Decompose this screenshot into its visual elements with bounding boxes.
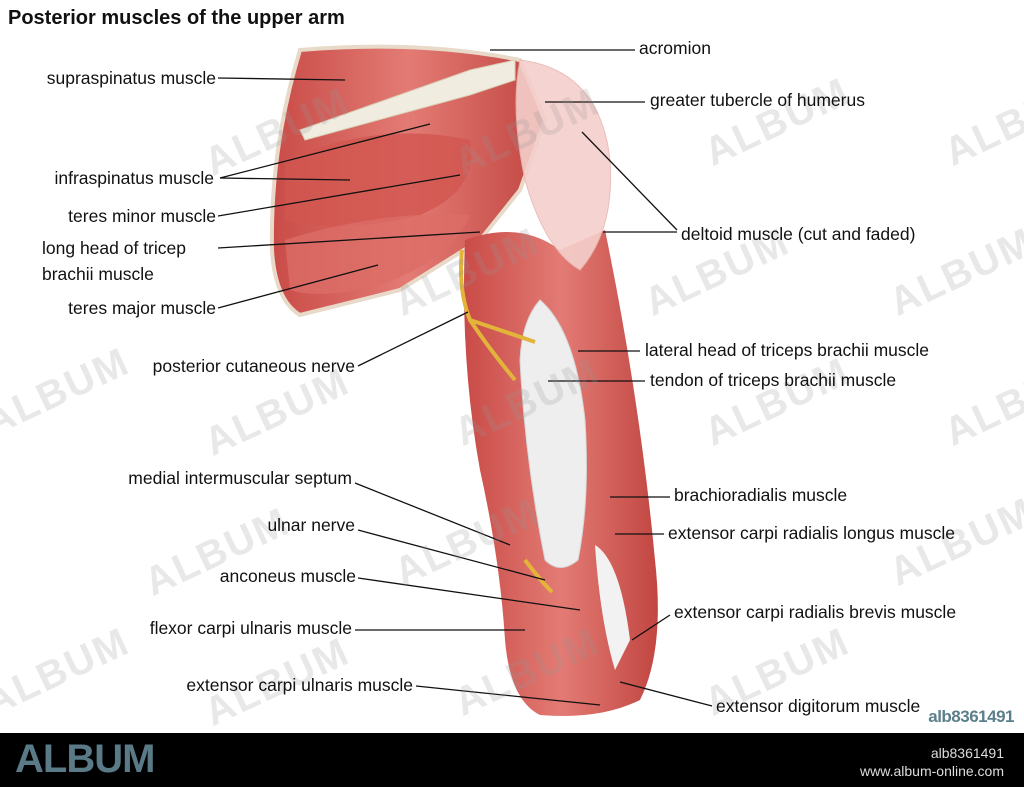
label-supraspinatus: supraspinatus muscle <box>46 68 216 88</box>
label-deltoid: deltoid muscle (cut and faded) <box>681 224 916 244</box>
label-acromion: acromion <box>639 38 711 58</box>
label-ext-carpi-radialis-longus: extensor carpi radialis longus muscle <box>668 523 955 543</box>
label-brachii-muscle: brachii muscle <box>42 264 154 284</box>
label-posterior-cutaneous-nerve: posterior cutaneous nerve <box>152 356 355 376</box>
arm-illustration <box>217 44 713 716</box>
forearm-tendon <box>595 545 630 670</box>
label-teres-minor: teres minor muscle <box>68 206 216 226</box>
label-greater-tubercle: greater tubercle of humerus <box>650 90 865 110</box>
leader-lines <box>217 49 713 707</box>
label-ext-carpi-radialis-brevis: extensor carpi radialis brevis muscle <box>674 602 957 622</box>
label-brachioradialis: brachioradialis muscle <box>674 485 848 505</box>
scapular-spine <box>299 59 516 141</box>
label-tendon-triceps: tendon of triceps brachii muscle <box>650 370 897 390</box>
label-extensor-digitorum: extensor digitorum muscle <box>716 696 921 716</box>
label-infraspinatus: infraspinatus muscle <box>54 168 214 188</box>
brand-logo[interactable]: ALBUM <box>15 737 155 781</box>
label-anconeus: anconeus muscle <box>219 566 356 586</box>
label-lateral-head-triceps: lateral head of triceps brachii muscle <box>645 340 930 360</box>
page-title: Posterior muscles of the upper arm <box>8 7 345 29</box>
label-flexor-carpi-ulnaris: flexor carpi ulnaris muscle <box>149 618 352 638</box>
anatomy-diagram: ALBUM ALBUM ALBUM ALBUM ALBUM ALBUM ALBU… <box>0 7 1024 735</box>
infraspinatus-shape <box>285 133 472 227</box>
label-extensor-carpi-ulnaris: extensor carpi ulnaris muscle <box>186 675 413 695</box>
footer-bar: ALBUM alb8361491 www.album-online.com <box>0 733 1024 787</box>
label-ulnar-nerve: ulnar nerve <box>267 515 355 535</box>
deltoid-faded <box>515 59 612 271</box>
label-teres-major: teres major muscle <box>68 298 216 318</box>
label-medial-intermuscular-septum: medial intermuscular septum <box>128 468 352 488</box>
footer-url[interactable]: www.album-online.com <box>860 763 1004 779</box>
posterior-cutaneous-nerve <box>459 249 536 382</box>
triceps-tendon <box>519 299 587 568</box>
label-long-head-tricep: long head of tricep <box>42 238 186 258</box>
footer-image-id: alb8361491 <box>930 745 1004 761</box>
teres-major-shape <box>285 214 470 294</box>
image-code: alb8361491 <box>928 707 1014 726</box>
